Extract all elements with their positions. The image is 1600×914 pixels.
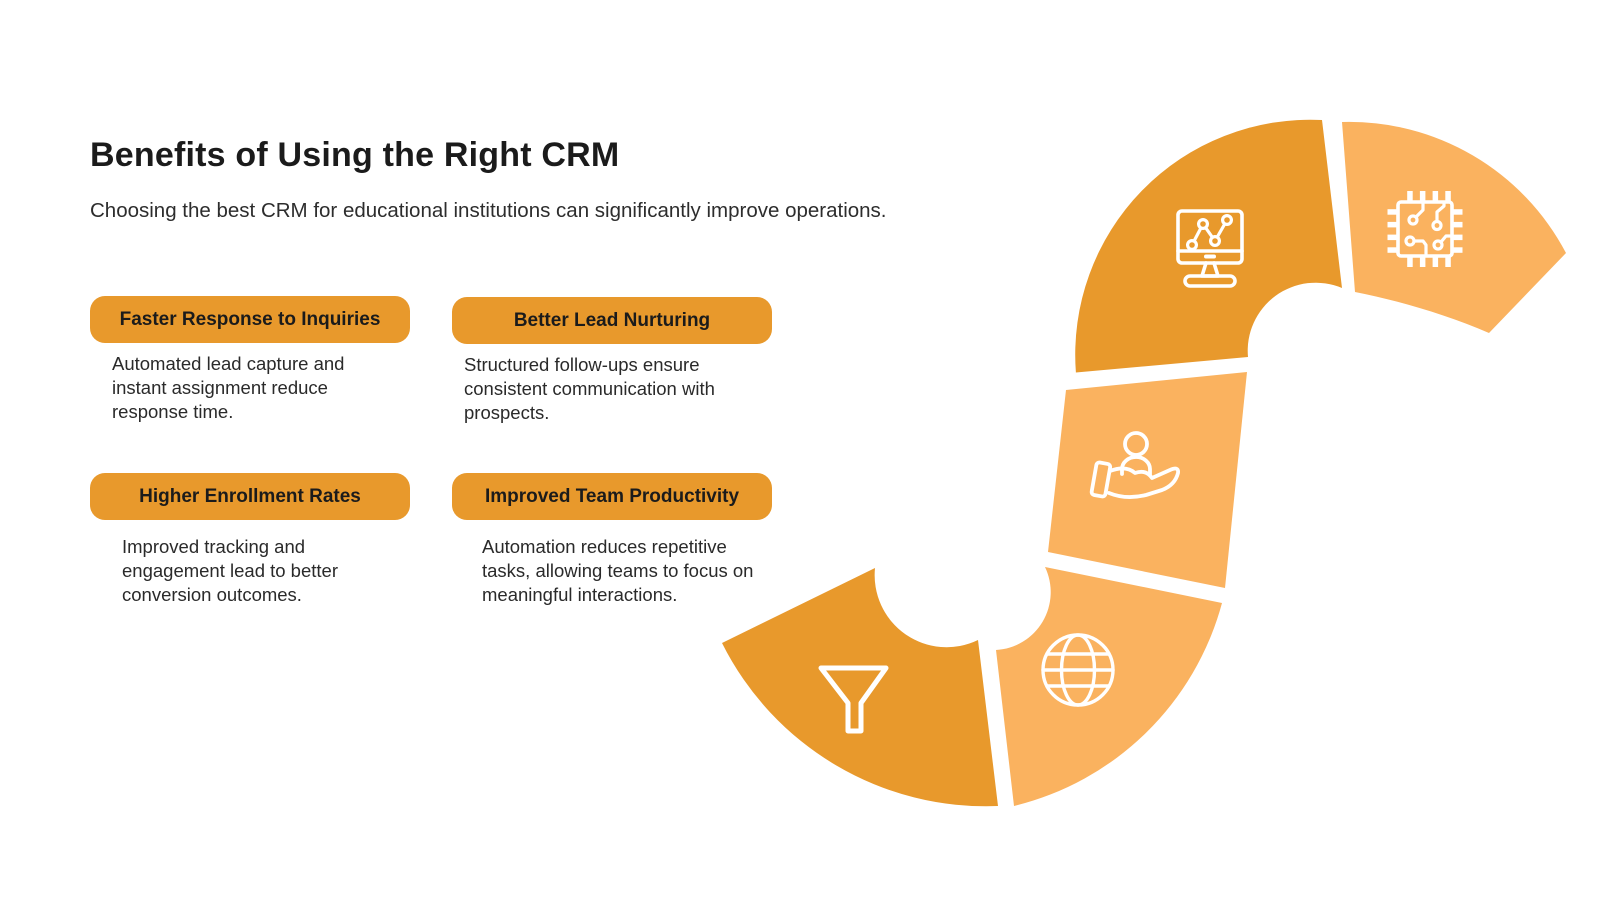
benefit-card-enrollment-rates: Higher Enrollment Rates Improved trackin… (90, 473, 410, 607)
benefit-card-team-productivity: Improved Team Productivity Automation re… (452, 473, 774, 607)
benefit-description: Structured follow-ups ensure consistent … (464, 354, 715, 423)
segment-funnel (722, 568, 998, 807)
benefit-card-faster-response: Faster Response to Inquiries Automated l… (90, 296, 410, 424)
monitor-chart-icon (1176, 209, 1244, 288)
segment-monitor (1075, 119, 1342, 373)
person-care-icon (1089, 431, 1180, 499)
benefit-title: Higher Enrollment Rates (139, 485, 361, 507)
benefit-pill: Improved Team Productivity (452, 473, 772, 520)
benefit-pill: Faster Response to Inquiries (90, 296, 410, 343)
benefit-title: Faster Response to Inquiries (119, 308, 381, 330)
benefit-description: Automated lead capture and instant assig… (112, 353, 345, 422)
benefit-pill: Better Lead Nurturing (452, 297, 772, 344)
segment-person (1048, 372, 1247, 588)
segment-chip (1342, 121, 1566, 333)
page-title: Benefits of Using the Right CRM (90, 136, 620, 174)
globe-icon (1041, 633, 1115, 707)
page-subtitle: Choosing the best CRM for educational in… (90, 199, 887, 222)
benefit-title: Better Lead Nurturing (513, 309, 711, 331)
benefit-pill: Higher Enrollment Rates (90, 473, 410, 520)
benefit-title: Improved Team Productivity (484, 485, 740, 507)
benefit-description: Improved tracking and engagement lead to… (122, 536, 338, 605)
chip-icon (1387, 191, 1463, 267)
benefit-description: Automation reduces repetitive tasks, all… (482, 536, 754, 605)
benefit-card-lead-nurturing: Better Lead Nurturing Structured follow-… (452, 297, 772, 425)
funnel-icon (818, 665, 889, 734)
